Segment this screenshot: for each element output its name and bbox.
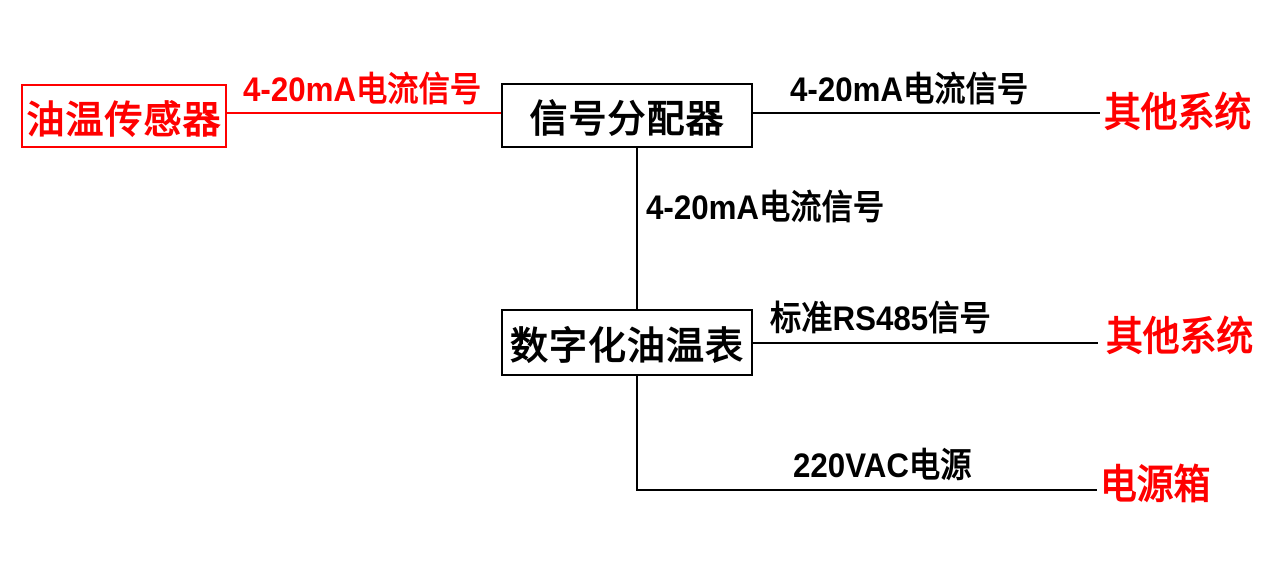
connector-sensor-to-distributor [227, 112, 501, 114]
edge-label-rs485-signal: 标准RS485信号 [770, 300, 991, 338]
node-oil-temp-sensor-label: 油温传感器 [26, 99, 222, 142]
edge-label-220vac-power: 220VAC电源 [793, 447, 972, 485]
edge-label-current-signal-2: 4-20mA电流信号 [790, 71, 1029, 109]
connector-meter-to-other-system [753, 342, 1098, 344]
endpoint-other-system-middle: 其他系统 [1106, 315, 1254, 359]
node-oil-temp-sensor: 油温传感器 [21, 84, 227, 148]
endpoint-other-system-top: 其他系统 [1104, 91, 1252, 135]
edge-label-current-signal-3: 4-20mA电流信号 [646, 189, 885, 227]
connector-distributor-to-meter [636, 148, 638, 309]
connector-distributor-to-other-system [753, 112, 1100, 114]
edge-label-current-signal-1: 4-20mA电流信号 [243, 71, 482, 109]
connector-meter-to-power-vertical [636, 376, 638, 491]
node-signal-distributor-label: 信号分配器 [529, 99, 725, 141]
node-digital-oil-temp-meter: 数字化油温表 [501, 309, 753, 376]
node-signal-distributor: 信号分配器 [501, 83, 753, 148]
node-digital-oil-temp-meter-label: 数字化油温表 [509, 326, 744, 368]
connector-meter-to-power-horizontal [636, 489, 1097, 491]
endpoint-power-box: 电源箱 [1100, 463, 1211, 507]
